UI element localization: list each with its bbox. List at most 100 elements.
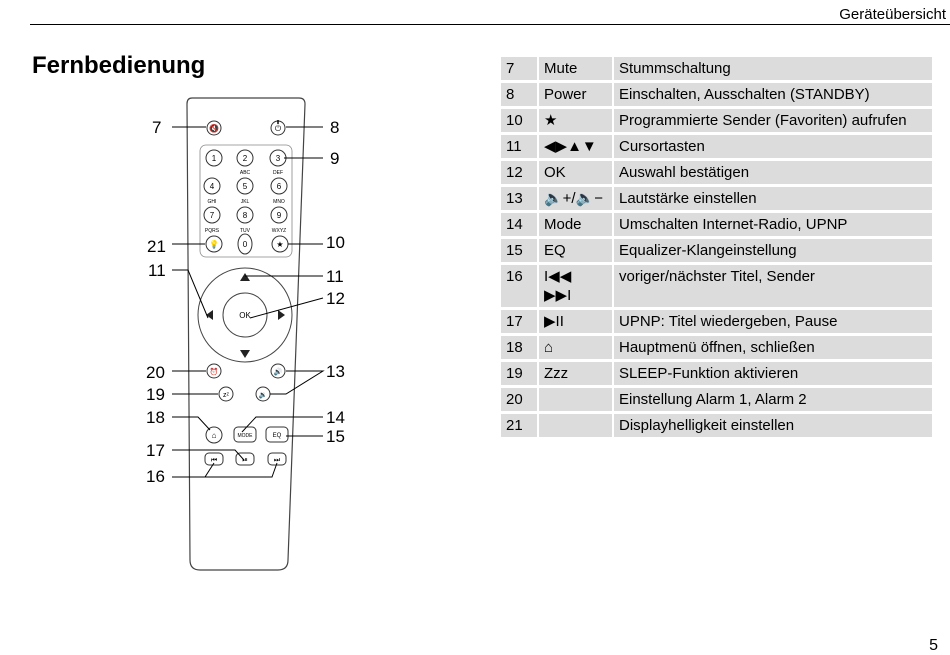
star-icon: ★ (276, 240, 283, 249)
ok-label: OK (239, 311, 251, 320)
legend-description: voriger/nächster Titel, Sender (614, 265, 932, 307)
legend-number: 19 (501, 362, 537, 385)
legend-key (539, 388, 612, 411)
home-button[interactable] (205, 426, 223, 444)
bulb-icon: 💡 (209, 239, 219, 249)
legend-key-label: ▶II (544, 313, 564, 330)
legend-key-label: Zzz (544, 365, 569, 382)
legend-description: Einstellung Alarm 1, Alarm 2 (614, 388, 932, 411)
next-button[interactable] (267, 452, 287, 466)
section-title: Fernbedienung (32, 52, 206, 79)
legend-description: Lautstärke einstellen (614, 187, 932, 210)
volume-up-icon: 🔊 (274, 367, 283, 376)
legend-row: 13🔈+/🔈−Lautstärke einstellen (501, 187, 932, 210)
legend-number: 17 (501, 310, 537, 333)
header-divider (30, 24, 950, 25)
alarm-button[interactable] (206, 363, 222, 379)
key-2[interactable] (236, 149, 254, 167)
tuv-label: TUV (240, 228, 251, 234)
key-8[interactable] (236, 206, 254, 224)
legend-key: Mode (539, 213, 612, 236)
ghi-label: GHI (208, 199, 217, 205)
cursor-left-button[interactable] (206, 310, 213, 320)
play-pause-icon: ⏯ (242, 457, 248, 464)
callout-label: 11 (148, 261, 166, 280)
legend-number: 15 (501, 239, 537, 262)
power-icon: ⏻ (275, 124, 282, 133)
legend-number: 21 (501, 414, 537, 437)
callout-labels: 7 8 9 21 10 11 11 12 20 13 19 18 14 17 1… (146, 118, 345, 486)
sleep-button[interactable] (218, 386, 234, 402)
mode-button[interactable] (233, 426, 257, 443)
mode-label: MODE (238, 433, 254, 439)
callout-lines (172, 126, 325, 478)
cursor-up-button[interactable] (240, 273, 250, 281)
abc-label: ABC (240, 170, 251, 176)
callout-label: 8 (330, 118, 339, 137)
next-icon: ⏭ (274, 457, 281, 464)
callout-label: 21 (147, 237, 166, 256)
callout-label: 15 (326, 427, 345, 446)
legend-description: Auswahl bestätigen (614, 161, 932, 184)
legend-key-label: I◀◀ (544, 268, 572, 285)
key-5-label: 5 (243, 182, 248, 191)
legend-description: SLEEP-Funktion aktivieren (614, 362, 932, 385)
legend-key-label: ⌂ (544, 339, 554, 356)
legend-row: 10★Programmierte Sender (Favoriten) aufr… (501, 109, 932, 132)
key-7[interactable] (203, 206, 221, 224)
legend-key-label: ◀▶▲▼ (544, 138, 597, 155)
def-label: DEF (273, 170, 283, 176)
previous-button[interactable] (204, 452, 224, 466)
callout-label: 18 (146, 408, 165, 427)
callout-label: 16 (146, 467, 165, 486)
key-6[interactable] (270, 177, 288, 195)
mno-label: MNO (273, 199, 285, 205)
cursor-down-button[interactable] (240, 350, 250, 358)
legend-key-label: EQ (544, 242, 566, 259)
callout-label: 20 (146, 363, 165, 382)
legend-key-label: Mode (544, 216, 582, 233)
legend-key: I◀◀▶▶I (539, 265, 612, 307)
home-icon: ⌂ (212, 431, 217, 440)
legend-row: 19 Zzz SLEEP-Funktion aktivieren (501, 362, 932, 385)
key-8-label: 8 (243, 211, 248, 220)
legend-description: Stummschaltung (614, 57, 932, 80)
key-4[interactable] (203, 177, 221, 195)
ok-button[interactable] (222, 292, 268, 338)
legend-row: 15 EQ Equalizer-Klangeinstellung (501, 239, 932, 262)
number-keys: 1 2 3 ABC DEF 4 5 6 GHI JKL MNO 7 8 9 PQ… (203, 149, 289, 255)
legend-key-label: ★ (544, 112, 558, 129)
jkl-label: JKL (241, 199, 250, 205)
key-0[interactable] (237, 233, 253, 255)
key-4-label: 4 (210, 182, 215, 191)
callout-label: 9 (330, 149, 339, 168)
legend-number: 11 (501, 135, 537, 158)
legend-description: Displayhelligkeit einstellen (614, 414, 932, 437)
legend-key: Power (539, 83, 612, 106)
eq-button[interactable] (265, 426, 289, 443)
volume-up-button[interactable] (270, 363, 286, 379)
callout-label: 12 (326, 289, 345, 308)
header-title: Geräteübersicht (839, 6, 946, 23)
mute-button[interactable] (206, 120, 222, 136)
legend-description: Equalizer-Klangeinstellung (614, 239, 932, 262)
key-1[interactable] (205, 149, 223, 167)
wxyz-label: WXYZ (272, 228, 286, 234)
dimmer-button[interactable] (205, 235, 223, 253)
cursor-right-button[interactable] (278, 310, 285, 320)
legend-number: 14 (501, 213, 537, 236)
volume-down-icon: 🔉 (259, 391, 268, 399)
legend-description: Umschalten Internet-Radio, UPNP (614, 213, 932, 236)
key-9[interactable] (270, 206, 288, 224)
legend-number: 12 (501, 161, 537, 184)
callout-label: 11 (326, 267, 344, 286)
key-5[interactable] (236, 177, 254, 195)
key-1-label: 1 (212, 154, 217, 163)
key-2-label: 2 (243, 154, 248, 163)
